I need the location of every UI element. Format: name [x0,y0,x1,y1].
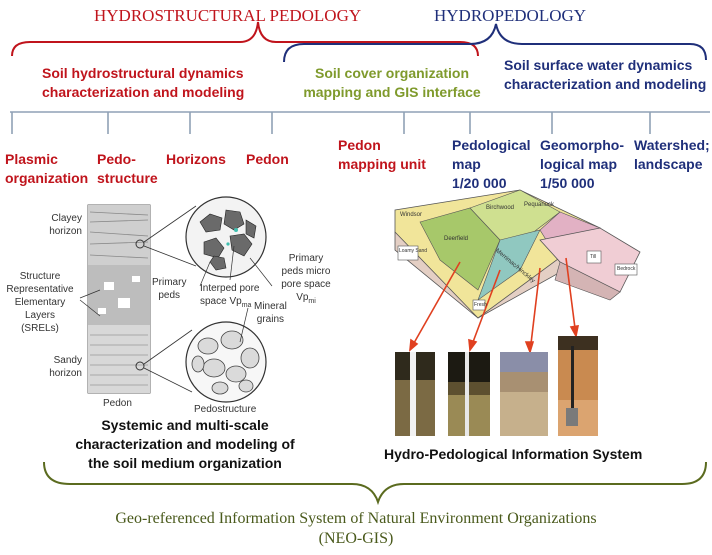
footer-line1: Geo-referenced Information System of Nat… [115,510,597,527]
map-label-deerfield: Deerfield [444,236,469,242]
map-label-birchwood: Birchwood [486,205,515,211]
scale-label-pedon: Pedon [246,151,289,167]
pedostructure-circle [185,321,267,403]
soil-column [87,204,151,394]
profile-arrows [409,257,580,355]
scale-label-horizons: Horizons [166,151,226,167]
landscape-block [394,189,641,319]
zoom-lines [143,205,197,393]
map-label-till: Till [590,254,597,260]
hydrostructural-title: HYDROSTRUCTURAL PEDOLOGY [94,6,362,25]
hydropedology-title: HYDROPEDOLOGY [434,6,587,25]
neo-gis-bracket [43,461,707,506]
pedostructure-label: Pedostructure [194,404,257,415]
pedon-label: Pedon [103,398,132,409]
map-label-loamy-sand: Loamy Sand [399,248,428,254]
hydropedology-bracket [283,23,707,63]
map-label-windsor: Windsor [400,212,423,218]
clay-aggregate-circle [185,196,267,278]
map-label-pequanock: Pequanock [524,202,555,208]
hydrostructural-bracket [11,21,479,57]
right-figure-caption: Hydro-Pedological Information System [384,446,643,462]
scale-label-pedostructure: Pedo-structure [97,151,158,186]
scale-label-watershed: Watershed;landscape [634,137,710,172]
map-label-fresh: Fresh [474,302,487,308]
footer-line2: (NEO-GIS) [318,530,394,547]
map-label-bedrock: Bedrock [617,266,636,272]
left-leader-lines [79,245,273,343]
scale-ticks [11,112,651,134]
soil-profile-photos [395,336,598,436]
